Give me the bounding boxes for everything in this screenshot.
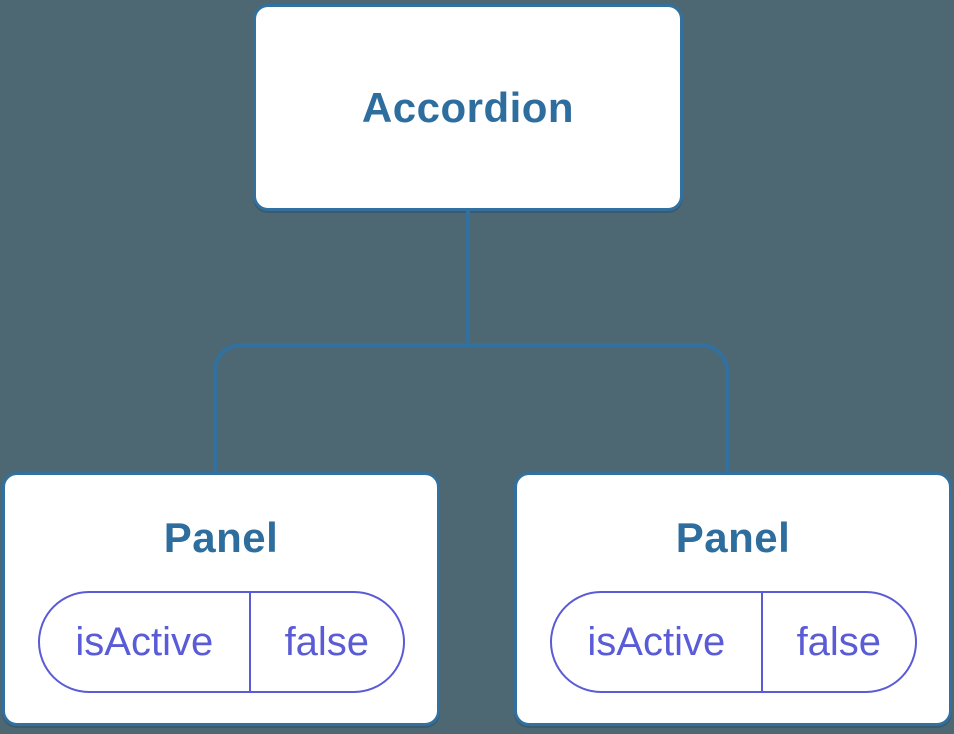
state-name: isActive — [40, 593, 252, 691]
state-value: false — [796, 619, 882, 664]
accordion-node: Accordion — [253, 4, 683, 211]
panel-node-label: Panel — [675, 514, 791, 561]
state-pill: isActive false — [37, 591, 405, 693]
state-value: false — [284, 619, 370, 664]
tree-connector-stem — [466, 211, 470, 345]
panel-node-label: Panel — [163, 514, 279, 561]
accordion-node-label: Accordion — [361, 83, 575, 131]
state-name: isActive — [552, 593, 764, 691]
panel-node-right: Panel isActive false — [514, 472, 952, 726]
state-pill: isActive false — [549, 591, 917, 693]
tree-connector-bracket — [213, 343, 729, 472]
panel-node-left: Panel isActive false — [2, 472, 440, 726]
